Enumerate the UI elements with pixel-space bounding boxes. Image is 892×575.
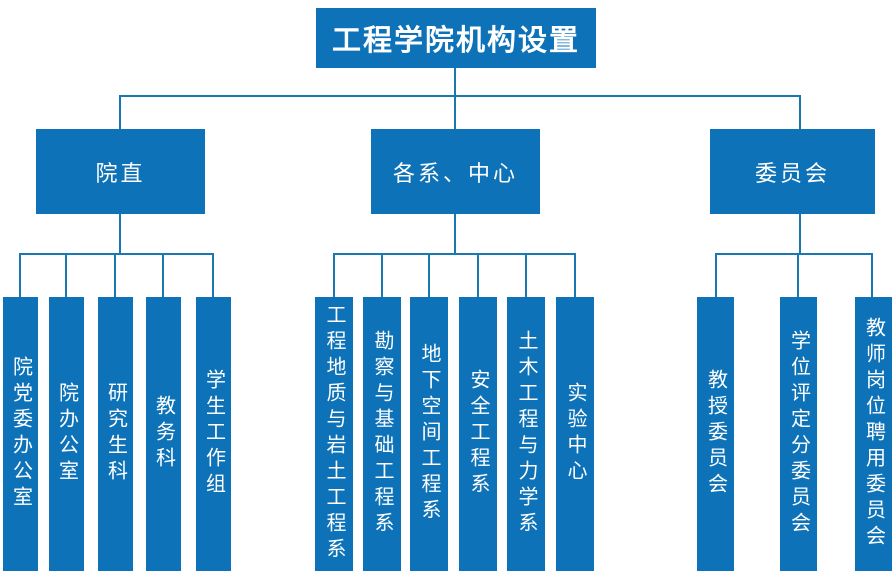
root-node: 工程学院机构设置 [316, 8, 596, 68]
branch-node-committees: 委员会 [710, 129, 875, 214]
connector-line [119, 95, 801, 97]
connector-line [119, 95, 121, 129]
leaf-node: 教授委员会 [697, 297, 734, 571]
connector-line [799, 95, 801, 129]
connector-line [212, 253, 214, 297]
connector-line [454, 214, 456, 253]
connector-line [477, 253, 479, 297]
connector-line [797, 253, 799, 297]
branch-node-departments: 各系、中心 [371, 129, 540, 214]
leaf-node: 研究生科 [98, 297, 133, 571]
connector-line [574, 253, 576, 297]
leaf-node: 学位评定分委员会 [780, 297, 817, 571]
connector-line [119, 214, 121, 253]
leaf-node: 土木工程与力学系 [507, 297, 545, 571]
leaf-node: 院党委办公室 [3, 297, 38, 571]
connector-line [454, 95, 456, 129]
connector-line [65, 253, 67, 297]
leaf-node: 安全工程系 [459, 297, 497, 571]
leaf-node: 勘察与基础工程系 [363, 297, 401, 571]
connector-line [428, 253, 430, 297]
leaf-node: 学生工作组 [196, 297, 231, 571]
connector-line [333, 253, 576, 255]
leaf-node: 地下空间工程系 [410, 297, 448, 571]
leaf-node: 工程地质与岩土工程系 [315, 297, 353, 571]
connector-line [162, 253, 164, 297]
connector-line [381, 253, 383, 297]
leaf-node: 院办公室 [49, 297, 84, 571]
leaf-node: 实验中心 [556, 297, 594, 571]
leaf-node: 教务科 [146, 297, 181, 571]
connector-line [715, 253, 873, 255]
connector-line [871, 253, 873, 297]
branch-node-yuanzhi: 院直 [36, 129, 205, 214]
connector-line [799, 214, 801, 253]
connector-line [19, 253, 21, 297]
leaf-node: 教师岗位聘用委员会 [855, 297, 892, 571]
connector-line [525, 253, 527, 297]
connector-line [19, 253, 214, 255]
connector-line [114, 253, 116, 297]
connector-line [333, 253, 335, 297]
connector-line [454, 68, 456, 95]
connector-line [715, 253, 717, 297]
